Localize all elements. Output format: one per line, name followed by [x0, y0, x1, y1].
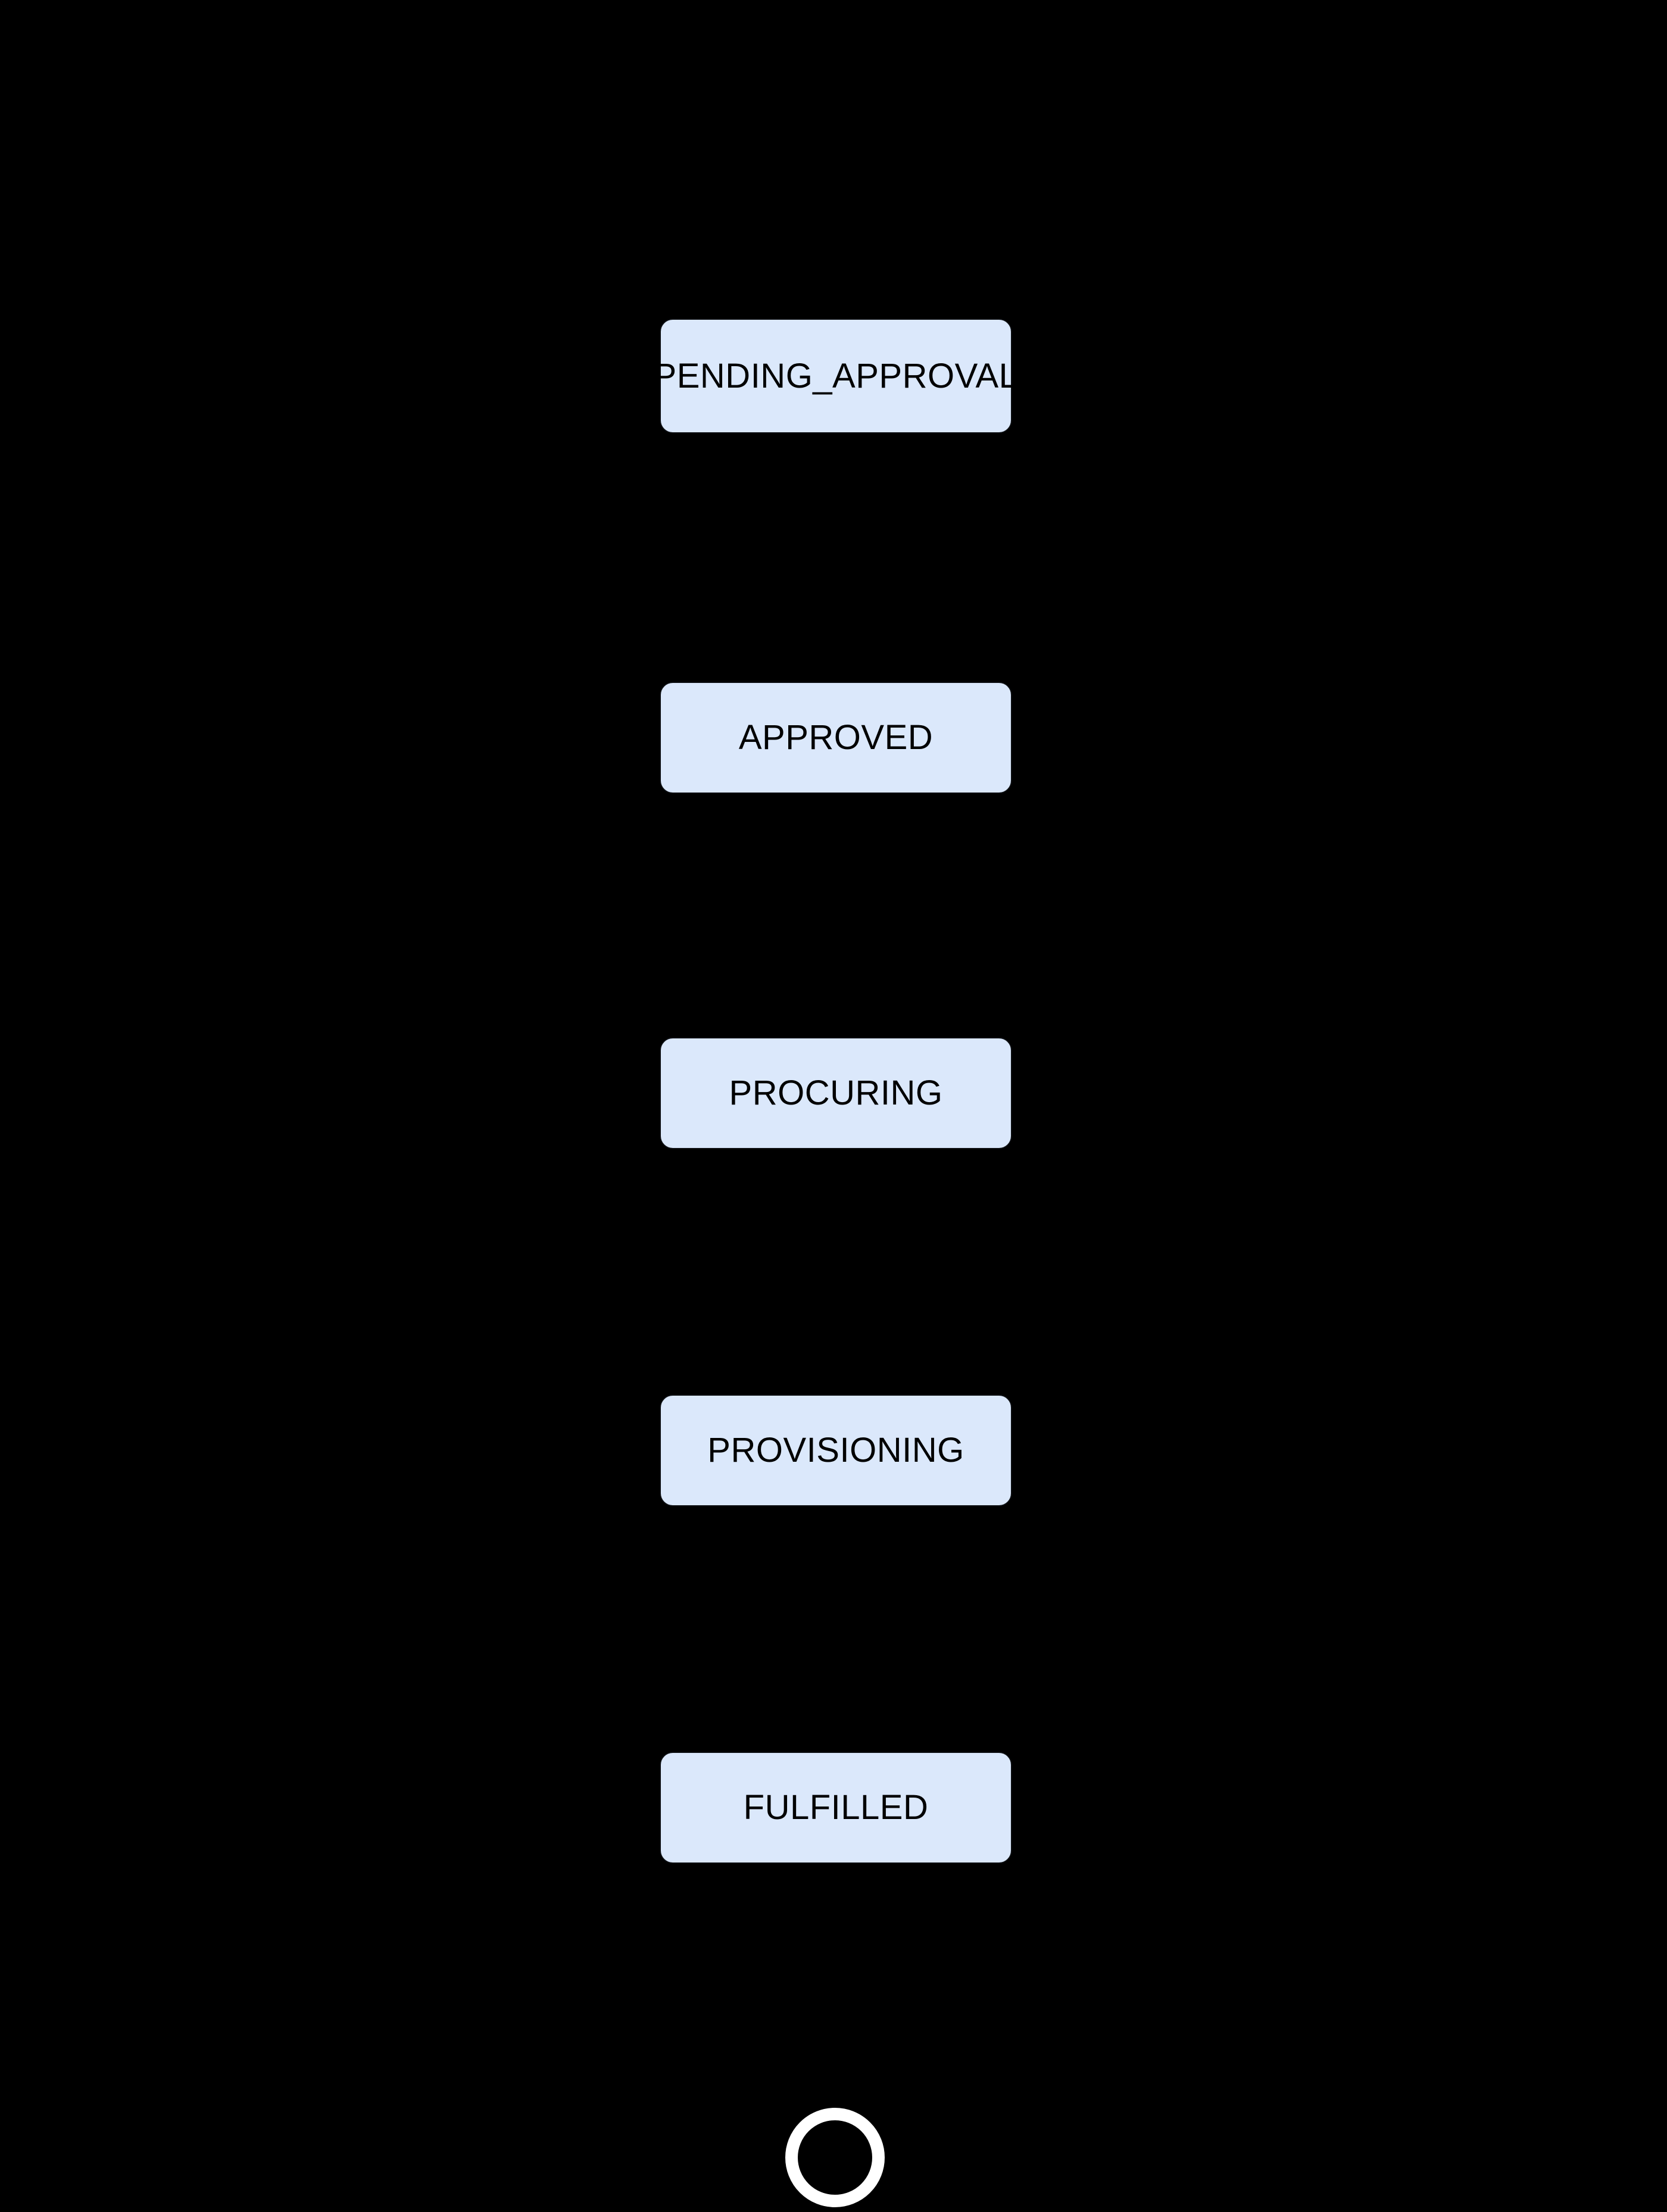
state-node-label: PENDING_APPROVAL [653, 356, 1019, 395]
end-state-circle-icon [785, 2107, 885, 2207]
state-node-label: APPROVED [738, 718, 934, 757]
state-node-fulfilled[interactable]: FULFILLED [660, 1752, 1012, 1864]
state-node-provisioning[interactable]: PROVISIONING [660, 1394, 1012, 1506]
state-node-procuring[interactable]: PROCURING [660, 1037, 1012, 1149]
state-node-label: PROVISIONING [707, 1431, 964, 1470]
state-node-approved[interactable]: APPROVED [660, 682, 1012, 794]
state-node-label: PROCURING [729, 1074, 943, 1112]
state-node-pending-approval[interactable]: PENDING_APPROVAL [654, 319, 1018, 433]
state-node-label: FULFILLED [743, 1788, 929, 1827]
